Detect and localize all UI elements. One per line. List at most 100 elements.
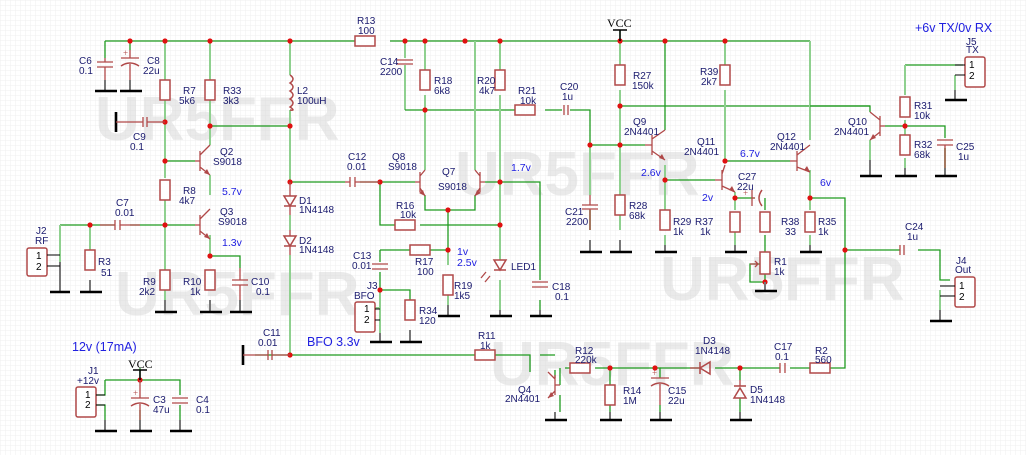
- svg-text:R35: R35: [818, 217, 837, 228]
- capacitor-C20: [563, 105, 569, 115]
- svg-text:1k: 1k: [190, 287, 202, 298]
- svg-text:1: 1: [36, 251, 42, 262]
- capacitor-C18: [532, 281, 548, 288]
- ground-icon: [438, 305, 460, 318]
- svg-text:R7: R7: [183, 86, 196, 97]
- svg-text:J3: J3: [367, 281, 378, 292]
- svg-text:33: 33: [785, 227, 797, 238]
- svg-text:2v: 2v: [702, 192, 714, 204]
- resistor-R20: [494, 69, 506, 91]
- svg-text:VCC: VCC: [128, 357, 153, 371]
- svg-text:+: +: [652, 368, 657, 378]
- svg-text:R8: R8: [183, 186, 196, 197]
- svg-text:C17: C17: [774, 342, 793, 353]
- svg-text:47u: 47u: [153, 405, 170, 416]
- svg-text:R37: R37: [695, 217, 714, 228]
- ground-icon: [655, 245, 677, 254]
- svg-text:R18: R18: [434, 76, 453, 87]
- svg-text:1N4148: 1N4148: [695, 346, 730, 357]
- svg-text:Q9: Q9: [633, 117, 647, 128]
- resistor-R3: [84, 249, 96, 271]
- capacitor-C7: [100, 220, 140, 230]
- connectors[interactable]: 12 12 12 12 12: [26, 56, 986, 418]
- svg-text:L2: L2: [297, 86, 309, 97]
- capacitor-C27: +: [743, 188, 763, 207]
- capacitor-C13: [372, 263, 388, 270]
- transistor-Q7: [474, 169, 485, 197]
- svg-text:2.5v: 2.5v: [457, 257, 478, 269]
- svg-text:2: 2: [969, 71, 975, 82]
- svg-text:+: +: [133, 388, 138, 398]
- svg-text:UR5FFR: UR5FFR: [115, 260, 360, 329]
- svg-text:C4: C4: [196, 395, 209, 406]
- ground-icon: [930, 310, 952, 323]
- connector-J4: 12: [940, 276, 976, 308]
- diodes: [282, 182, 748, 399]
- svg-text:R10: R10: [183, 277, 202, 288]
- resistor-R13: [354, 35, 376, 47]
- svg-text:1: 1: [364, 304, 370, 315]
- svg-text:0.1: 0.1: [256, 287, 270, 298]
- capacitor-C8: +: [120, 48, 140, 80]
- svg-text:Q8: Q8: [392, 152, 406, 163]
- ground-icon: [370, 333, 392, 344]
- svg-text:0.1: 0.1: [130, 142, 144, 153]
- resistor-R2: [809, 362, 831, 374]
- svg-text:D1: D1: [299, 196, 312, 207]
- svg-text:1u: 1u: [907, 232, 918, 243]
- transistor-Q4: [547, 371, 560, 399]
- svg-text:0.1: 0.1: [555, 292, 569, 303]
- svg-text:0.01: 0.01: [347, 162, 367, 173]
- svg-text:R9: R9: [143, 277, 156, 288]
- svg-text:+6v TX/0v RX: +6v TX/0v RX: [915, 21, 993, 35]
- svg-text:+: +: [123, 48, 128, 58]
- svg-text:0.1: 0.1: [196, 405, 210, 416]
- svg-text:1: 1: [85, 390, 91, 401]
- ground-icon: [935, 168, 957, 178]
- connector-J1: 12: [75, 386, 105, 418]
- resistor-R33: [204, 79, 216, 101]
- svg-text:2N4401: 2N4401: [834, 127, 869, 138]
- resistor-R19: [442, 274, 454, 296]
- resistor-R31: [899, 96, 911, 118]
- svg-text:3k3: 3k3: [223, 96, 240, 107]
- svg-text:C12: C12: [348, 152, 367, 163]
- svg-text:C11: C11: [263, 328, 281, 339]
- svg-text:R31: R31: [914, 101, 933, 112]
- svg-text:BFO 3.3v: BFO 3.3v: [307, 335, 361, 349]
- svg-text:560: 560: [815, 355, 832, 366]
- ground-icon: [95, 80, 117, 93]
- svg-text:R38: R38: [781, 217, 800, 228]
- svg-text:C15: C15: [668, 386, 687, 397]
- transistor-Q12: [790, 144, 811, 173]
- ground-icon: [800, 245, 822, 254]
- svg-text:C8: C8: [147, 56, 160, 67]
- svg-text:R33: R33: [223, 86, 242, 97]
- svg-text:1M: 1M: [623, 396, 637, 407]
- resistor-R7: [159, 79, 171, 101]
- capacitor-C10: [232, 268, 248, 300]
- ground-icon: [95, 420, 117, 433]
- svg-text:R13: R13: [357, 16, 376, 27]
- svg-text:4k7: 4k7: [179, 196, 196, 207]
- svg-text:22u: 22u: [668, 396, 685, 407]
- capacitor-C25: [937, 139, 953, 168]
- svg-text:100: 100: [358, 26, 375, 37]
- svg-text:1u: 1u: [562, 92, 573, 103]
- connector-J2: 12: [26, 247, 60, 277]
- connector-J3: 12: [354, 301, 380, 333]
- ground-icon: [130, 420, 152, 433]
- svg-text:6k8: 6k8: [434, 86, 451, 97]
- svg-text:R28: R28: [629, 201, 648, 212]
- transistor-Q8: [415, 169, 426, 197]
- svg-text:150k: 150k: [632, 81, 655, 92]
- svg-text:D5: D5: [750, 385, 763, 396]
- transistors: [195, 111, 885, 399]
- resistor-R16: [394, 219, 416, 231]
- svg-text:R17: R17: [415, 257, 434, 268]
- svg-text:0.01: 0.01: [258, 338, 278, 349]
- svg-text:2k2: 2k2: [139, 287, 156, 298]
- svg-text:6.7v: 6.7v: [740, 148, 761, 160]
- svg-text:4k7: 4k7: [479, 86, 496, 97]
- ground-icon: [730, 412, 752, 422]
